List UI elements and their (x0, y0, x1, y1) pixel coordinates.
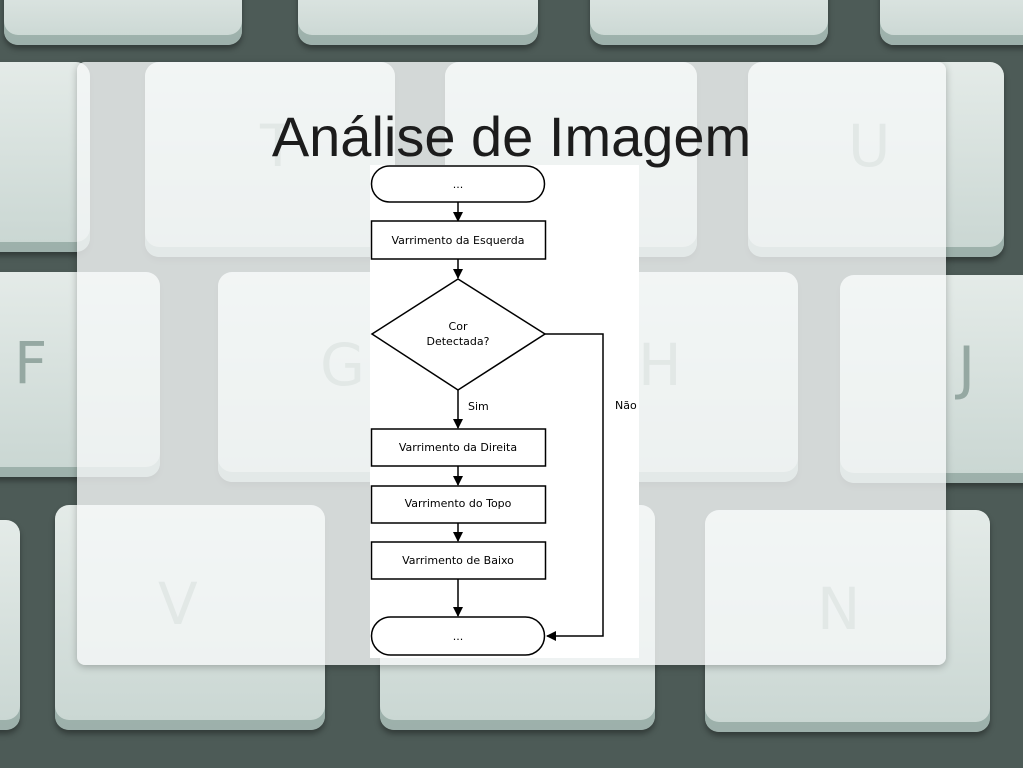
flowchart-step-left-scan (370, 220, 547, 260)
flowchart-step-top-scan (370, 485, 547, 524)
flowchart-no-connector (545, 333, 604, 641)
flowchart-end-terminator (370, 616, 546, 656)
flowchart-step-label: Varrimento de Baixo (402, 554, 514, 567)
flowchart-diagram: ... Varrimento da Esquerda Cor Detectada… (370, 165, 637, 656)
flowchart-step-label: Varrimento do Topo (405, 497, 512, 510)
key-letter: F (14, 329, 48, 397)
flowchart: ... Varrimento da Esquerda Cor Detectada… (370, 165, 639, 658)
flowchart-yes-label: Sim (468, 400, 489, 413)
flowchart-no-label: Não (615, 399, 637, 412)
keyboard-key (0, 62, 90, 252)
flowchart-decision-line-2: Detectada? (427, 335, 490, 348)
flowchart-step-label: Varrimento da Esquerda (392, 234, 525, 247)
key-letter: J (958, 334, 976, 402)
keyboard-key (0, 520, 20, 730)
slide-title: Análise de Imagem (271, 105, 752, 168)
keyboard-key (590, 0, 828, 45)
keyboard-key (298, 0, 538, 45)
flowchart-end-label: ... (453, 630, 464, 643)
flowchart-start-label: ... (453, 178, 464, 191)
keyboard-key (4, 0, 242, 45)
flowchart-step-label: Varrimento da Direita (399, 441, 517, 454)
keyboard-key (880, 0, 1023, 45)
flowchart-step-bottom-scan (370, 541, 547, 580)
flowchart-decision-line-1: Cor (449, 320, 468, 333)
